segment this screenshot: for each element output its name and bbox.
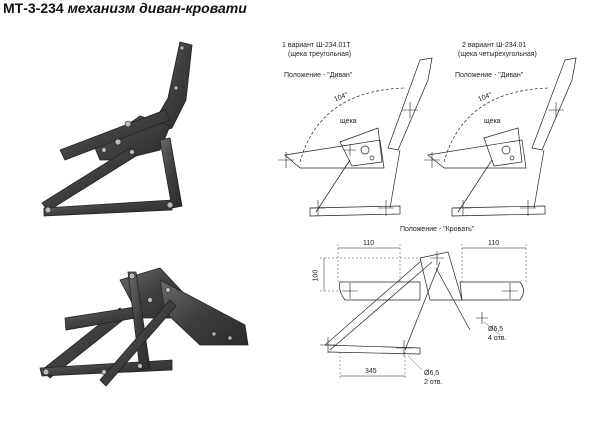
dimension-110-right: 110 (488, 240, 500, 247)
drawing-variant1 (278, 57, 433, 217)
position-bed-label: Положение - "Кровать" (400, 226, 475, 233)
variant1-subtitle: (щека треугольная) (288, 51, 352, 58)
dimension-110-left: 110 (363, 240, 375, 247)
drawing-bed-position (320, 244, 527, 380)
position-sofa-label-2: Положение - "Диван" (455, 72, 524, 79)
hole-right-count: 4 отв. (488, 335, 507, 342)
model-description: механизм диван-кровати (67, 0, 247, 16)
dimension-345: 345 (365, 368, 377, 375)
position-sofa-label-1: Положение - "Диван" (284, 72, 353, 79)
cheek-label-1: щека (340, 118, 357, 125)
hole-right-diameter: Ø6,5 (488, 326, 504, 333)
model-code: МТ-3-234 (3, 0, 64, 16)
cheek-label-2: щека (484, 118, 501, 125)
variant2-subtitle: (щека четырехугольная) (458, 51, 537, 58)
drawing-variant2 (424, 57, 577, 217)
dimension-100: 100 (312, 269, 320, 282)
hole-left-diameter: Ø6,5 (424, 370, 440, 377)
page-title: МТ-3-234 механизм диван-кровати (3, 0, 247, 16)
hole-left-count: 2 отв. (424, 379, 443, 386)
variant2-title: 2 вариант Ш-234.01 (462, 42, 527, 49)
variant1-title: 1 вариант Ш-234.01Т (282, 42, 351, 49)
